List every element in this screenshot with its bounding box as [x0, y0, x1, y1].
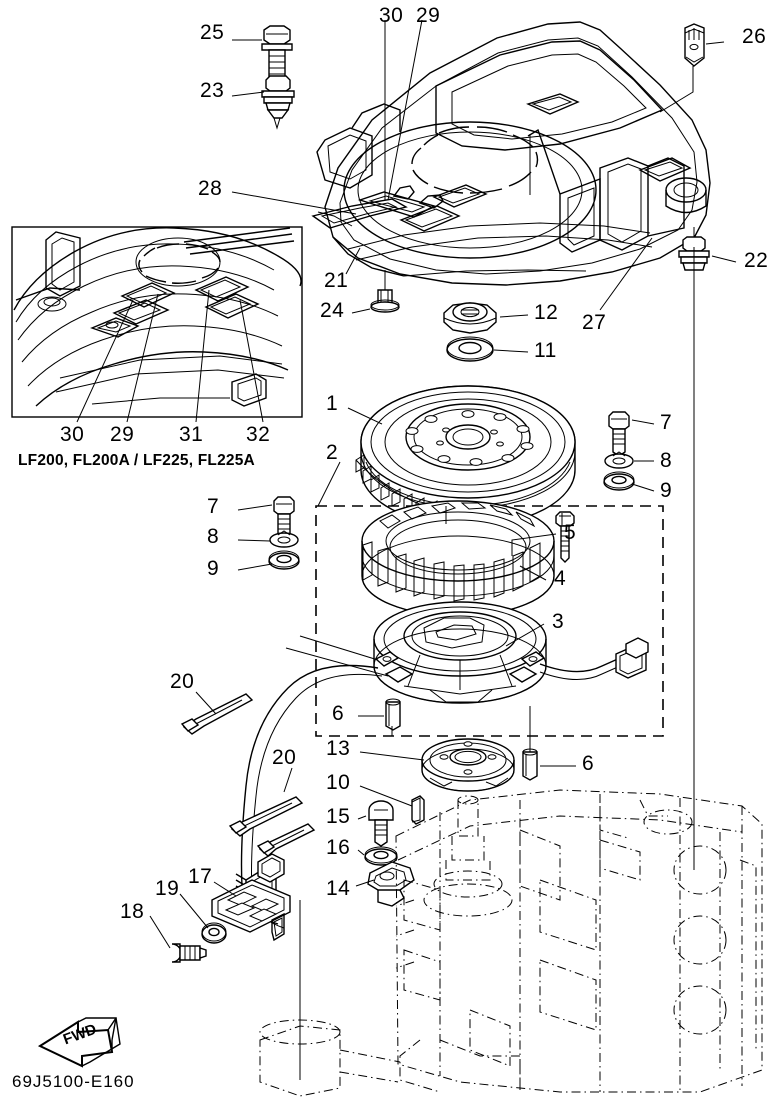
callout-20-b: 20: [272, 746, 297, 769]
part-7-bolt-right: [608, 411, 630, 457]
part-10-woodruff-key: [411, 795, 425, 825]
part-6-dowel-pin-right: [522, 706, 538, 781]
flywheel-cover-part: [311, 21, 711, 286]
stator-harness-right: [539, 637, 649, 681]
callout-5: 5: [564, 521, 577, 544]
part-8-spring-washer-left: [269, 530, 299, 548]
callout-19: 19: [155, 877, 180, 900]
callout-7-right: 7: [660, 411, 673, 434]
callout-8-left: 8: [207, 525, 220, 548]
callout-3: 3: [552, 610, 565, 633]
inset-cover-art: [13, 227, 302, 423]
callout-4: 4: [554, 567, 567, 590]
inset-callout-31: 31: [179, 423, 204, 446]
callout-16: 16: [326, 836, 351, 859]
callout-27: 27: [582, 311, 607, 334]
part-1-flywheel-rotor: [355, 385, 576, 527]
engine-block-reference: [259, 789, 763, 1097]
inset-callout-30: 30: [60, 423, 85, 446]
part-9-plain-washer-left: [268, 550, 300, 570]
part-11-washer: [446, 336, 494, 362]
callout-7-left: 7: [207, 495, 220, 518]
callout-14: 14: [326, 877, 351, 900]
callout-17: 17: [188, 865, 213, 888]
callout-15: 15: [326, 805, 351, 828]
part-9-plain-washer-right: [603, 471, 635, 491]
callout-18: 18: [120, 900, 145, 923]
part-20-cable-tie-a: [180, 693, 254, 735]
leader-lines: [149, 39, 737, 949]
callout-2: 2: [326, 441, 339, 464]
part-26-cover-clip: [684, 23, 705, 67]
part-12-flywheel-nut: [443, 302, 497, 334]
callout-10: 10: [326, 771, 351, 794]
part-23-grommet: [261, 75, 295, 130]
group-2-dashed-boundary: [315, 505, 664, 737]
part-3-stator-base: [373, 601, 547, 704]
part-8-spring-washer-right: [604, 451, 634, 469]
sheet-number: 69J5100-E160: [12, 1072, 135, 1091]
callout-20-a: 20: [170, 670, 195, 693]
callout-11: 11: [534, 339, 557, 362]
callout-1: 1: [326, 392, 339, 415]
callout-25: 25: [200, 21, 225, 44]
part-5-screw: [555, 511, 575, 563]
callout-21: 21: [324, 269, 349, 292]
callout-13: 13: [326, 737, 351, 760]
inset-box: [11, 226, 303, 418]
callout-26: 26: [742, 25, 767, 48]
part-13-drive-plate: [421, 738, 515, 792]
part-20-cable-tie-b1: [228, 796, 304, 837]
callout-28: 28: [198, 177, 223, 200]
inset-callout-32: 32: [246, 423, 271, 446]
callout-22: 22: [744, 249, 769, 272]
callout-30-top: 30: [379, 4, 404, 27]
part-15-bolt: [368, 800, 394, 847]
callout-6-left: 6: [332, 702, 345, 725]
part-19-collar: [201, 922, 227, 944]
callout-9-left: 9: [207, 557, 220, 580]
part-16-washer: [364, 846, 398, 866]
part-18-bolt: [171, 943, 207, 963]
callout-24: 24: [320, 299, 345, 322]
callout-6-right: 6: [582, 752, 595, 775]
part-6-dowel-pin-left: [385, 698, 401, 731]
callout-29-top: 29: [416, 4, 441, 27]
part-4-stator-coil: [361, 500, 555, 617]
callout-12: 12: [534, 301, 559, 324]
inset-callout-29: 29: [110, 423, 135, 446]
callout-9-right: 9: [660, 479, 673, 502]
part-24-grommet-stud: [370, 270, 400, 313]
callout-8-right: 8: [660, 449, 673, 472]
callout-23: 23: [200, 79, 225, 102]
part-14-lead-clamp: [367, 861, 415, 907]
fwd-arrow-icon: [37, 1017, 121, 1068]
inset-caption: LF200, FL200A / LF225, FL225A: [18, 452, 255, 469]
part-20-cable-tie-b2: [256, 823, 316, 857]
